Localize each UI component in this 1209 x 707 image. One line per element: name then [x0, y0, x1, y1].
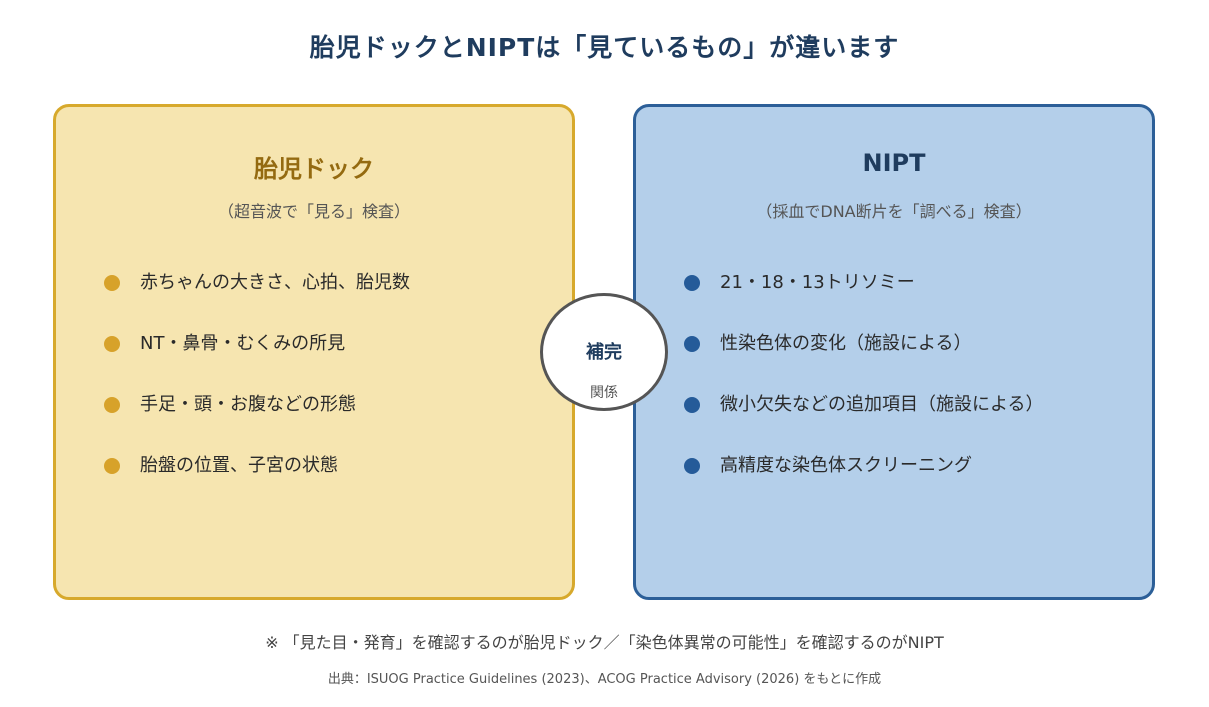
list-item-label: NT・鼻骨・むくみの所見	[140, 333, 346, 354]
source-citation: 出典：ISUOG Practice Guidelines (2023)、ACOG…	[327, 672, 882, 687]
nipt-panel: NIPT （採血でDNA断片を「調べる」検査） 21・18・13トリソミー 性染…	[633, 104, 1155, 600]
bullet-dot-icon	[684, 336, 700, 352]
complement-hub-circle: 補完 関係	[540, 293, 668, 411]
bullet-dot-icon	[684, 458, 700, 474]
list-item: 微小欠失などの追加項目（施設による）	[684, 394, 1043, 455]
page-title: 胎児ドックとNIPTは「見ているもの」が違います	[309, 33, 900, 62]
fetal-dock-subtitle: （超音波で「見る」検査）	[217, 202, 410, 221]
list-item-label: 赤ちゃんの大きさ、心拍、胎児数	[140, 272, 410, 293]
nipt-heading: NIPT	[862, 149, 926, 177]
list-item-label: 微小欠失などの追加項目（施設による）	[720, 394, 1044, 415]
list-item: 胎盤の位置、子宮の状態	[104, 455, 410, 516]
bullet-dot-icon	[104, 397, 120, 413]
fetal-dock-panel: 胎児ドック （超音波で「見る」検査） 赤ちゃんの大きさ、心拍、胎児数 NT・鼻骨…	[53, 104, 575, 600]
bullet-dot-icon	[104, 275, 120, 291]
fetal-dock-item-list: 赤ちゃんの大きさ、心拍、胎児数 NT・鼻骨・むくみの所見 手足・頭・お腹などの形…	[104, 272, 410, 516]
list-item-label: 性染色体の変化（施設による）	[720, 333, 972, 354]
bullet-dot-icon	[684, 397, 700, 413]
list-item: 手足・頭・お腹などの形態	[104, 394, 410, 455]
list-item: 高精度な染色体スクリーニング	[684, 455, 1043, 516]
list-item: 赤ちゃんの大きさ、心拍、胎児数	[104, 272, 410, 333]
fetal-dock-heading: 胎児ドック	[254, 155, 374, 183]
hub-label: 補完	[586, 342, 622, 363]
list-item: 性染色体の変化（施設による）	[684, 333, 1043, 394]
list-item-label: 高精度な染色体スクリーニング	[720, 455, 972, 476]
nipt-item-list: 21・18・13トリソミー 性染色体の変化（施設による） 微小欠失などの追加項目…	[684, 272, 1043, 516]
list-item: NT・鼻骨・むくみの所見	[104, 333, 410, 394]
footnote: ※ 「見た目・発育」を確認するのが胎児ドック／「染色体異常の可能性」を確認するの…	[265, 633, 944, 652]
nipt-subtitle: （採血でDNA断片を「調べる」検査）	[756, 202, 1032, 221]
bullet-dot-icon	[104, 458, 120, 474]
bullet-dot-icon	[684, 275, 700, 291]
list-item: 21・18・13トリソミー	[684, 272, 1043, 333]
list-item-label: 21・18・13トリソミー	[720, 272, 915, 293]
list-item-label: 胎盤の位置、子宮の状態	[140, 455, 338, 476]
list-item-label: 手足・頭・お腹などの形態	[140, 394, 356, 415]
bullet-dot-icon	[104, 336, 120, 352]
hub-sublabel: 関係	[590, 385, 618, 401]
